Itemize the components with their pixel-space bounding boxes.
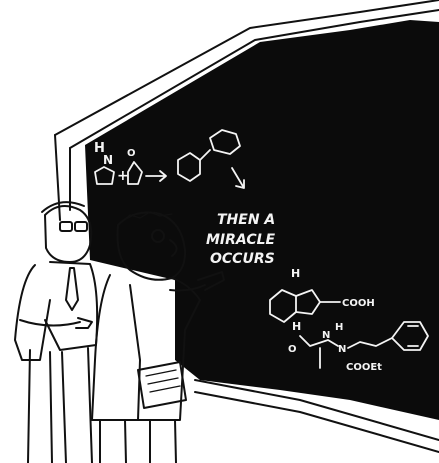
book-icon [137,361,187,409]
left-scientist-head [44,205,93,263]
plus-sign: + [117,168,129,184]
atom-n-amide: N [322,330,330,341]
left-scientist [14,201,99,463]
atom-n-ring: N [338,344,346,355]
miracle-caption: THEN A MIRACLE OCCURS [206,212,276,267]
reactant-formula: H N + O [94,129,245,189]
atom-h-top: H [94,141,105,156]
product-formula: H COOH H N H O N COOEt [269,267,429,373]
atom-h-amide: H [335,322,343,333]
atom-h-cis-bottom: H [292,320,301,333]
glasses-icon [59,221,73,232]
right-scientist-head [116,211,187,281]
caption-line-3: OCCURS [210,251,275,267]
blackboard [54,0,439,453]
blackboard-surface [85,20,439,420]
atom-o: O [127,148,136,159]
atom-o-amide: O [288,344,297,355]
caption-line-2: MIRACLE [206,232,276,248]
glasses-icon [151,229,165,243]
right-scientist [91,211,225,463]
caption-line-1: THEN A [217,212,275,228]
atom-h-cis-top: H [291,267,300,280]
group-coet: COOEt [346,362,382,373]
group-cooh: COOH [342,298,375,309]
atom-n: N [103,153,113,167]
